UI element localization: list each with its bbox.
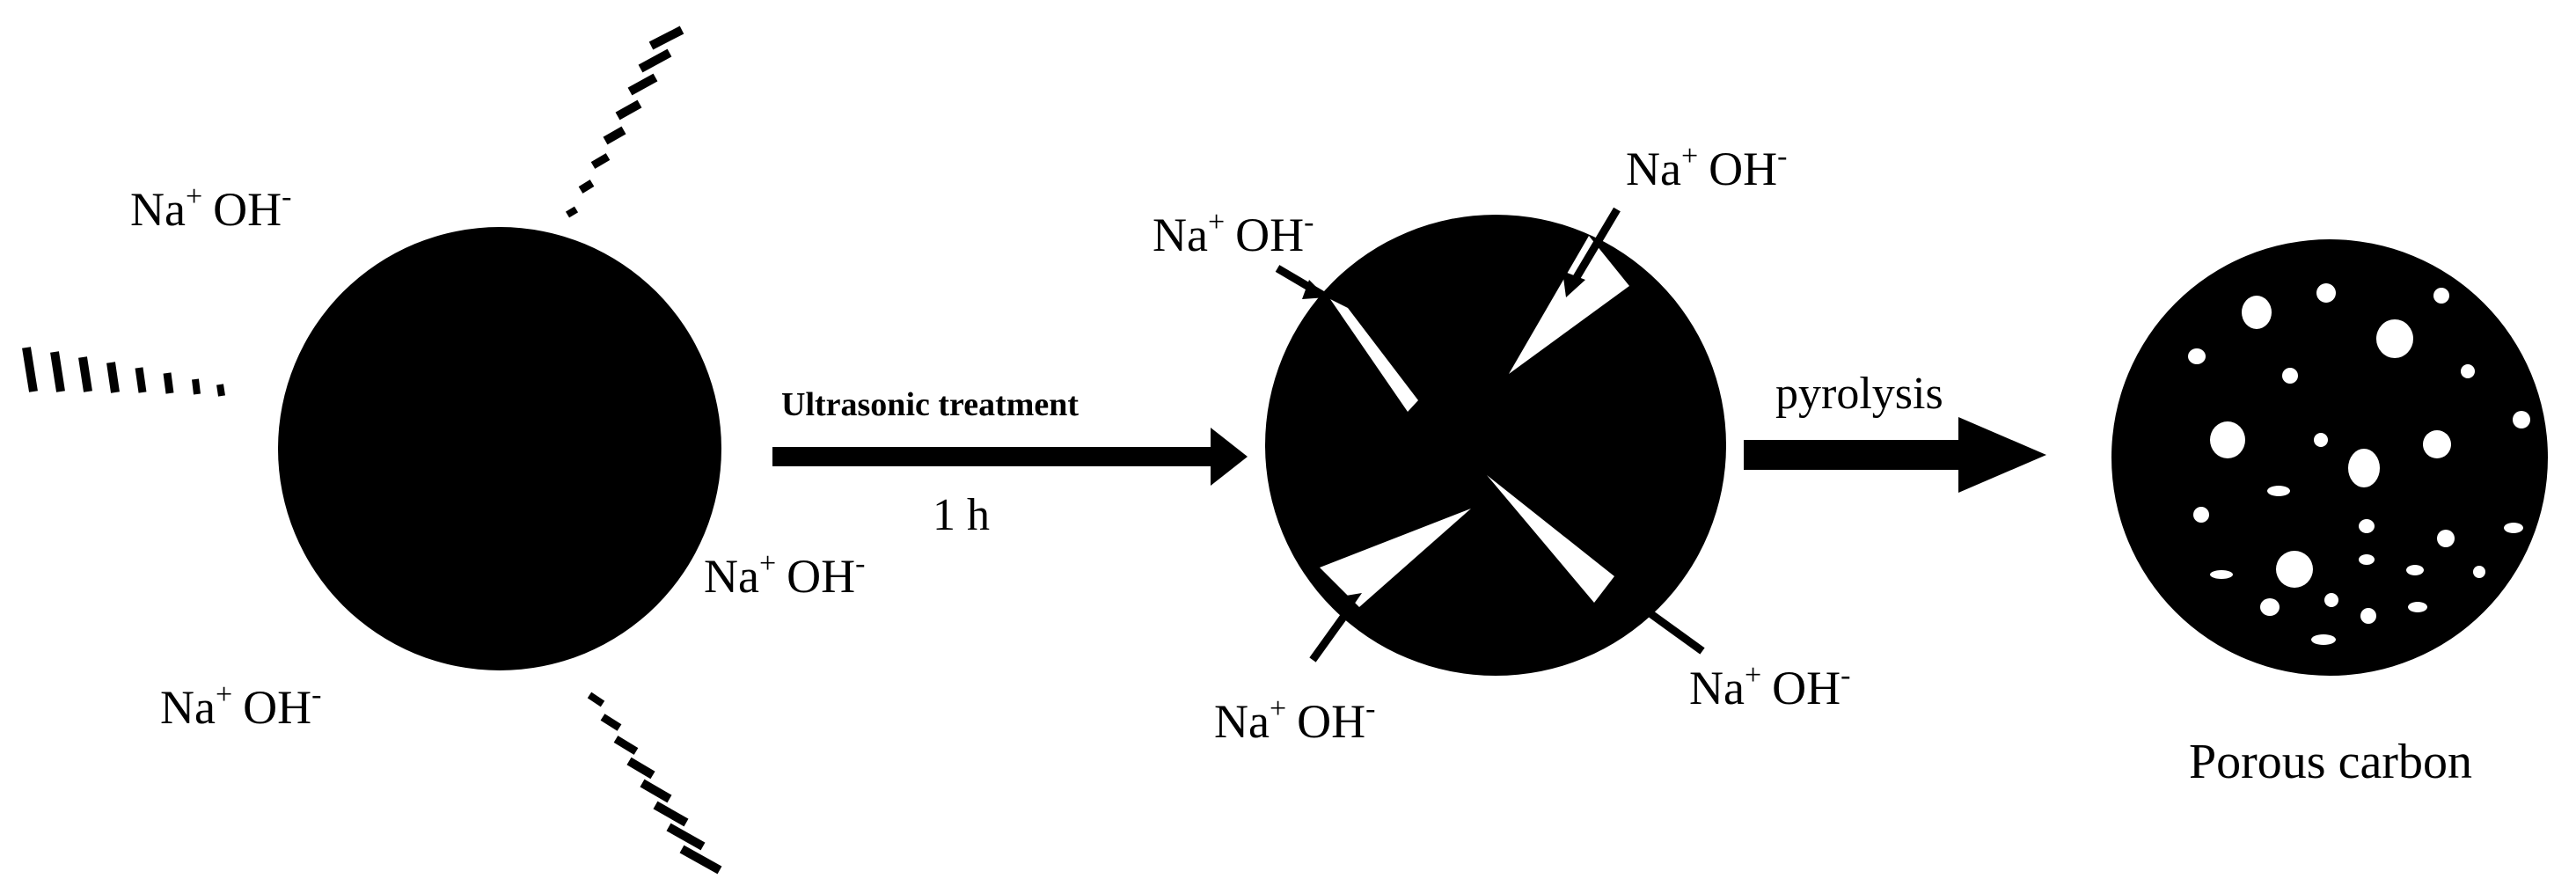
crack-upper-left <box>1330 299 1418 412</box>
pointer-arrow-upper-left <box>1275 265 1329 301</box>
ion-label-cracked-upper-left: Na+OH- <box>1153 206 1314 261</box>
pores <box>2188 283 2530 645</box>
ion-label-raw-bottom: Na+OH- <box>160 678 321 734</box>
cracked-particle-group: Na+OH- Na+OH- Na+OH- Na+OH- <box>1153 140 1850 748</box>
duration-label: 1 h <box>933 490 990 540</box>
pointer-arrow-lower-right <box>1617 588 1705 655</box>
crack-upper-right <box>1509 236 1629 374</box>
arrow-head-2 <box>1958 417 2046 493</box>
hatch-ray-left <box>22 347 225 397</box>
porous-carbon-group: Porous carbon <box>2111 239 2548 789</box>
step-arrow-ultrasonic: Ultrasonic treatment 1 h <box>772 386 1248 540</box>
crack-lower-right <box>1487 475 1614 603</box>
arrow-shaft-2 <box>1744 440 1967 470</box>
porous-carbon-particle <box>2111 239 2548 676</box>
cracked-carbon-particle <box>1265 215 1726 676</box>
pyrolysis-label: pyrolysis <box>1775 369 1943 419</box>
hatch-ray-bottom <box>587 692 722 875</box>
pointer-arrow-upper-right <box>1562 207 1621 297</box>
ion-label-raw-top: Na+OH- <box>130 180 291 236</box>
ion-label-cracked-lower-right: Na+OH- <box>1689 659 1850 714</box>
ultrasonic-treatment-label: Ultrasonic treatment <box>781 386 1079 423</box>
raw-particle-group: Na+OH- Na+OH- Na+OH- <box>22 26 865 875</box>
ion-label-cracked-lower-left: Na+OH- <box>1214 692 1375 748</box>
pointer-arrow-lower-left <box>1309 593 1362 663</box>
porous-carbon-caption: Porous carbon <box>2189 735 2472 789</box>
step-arrow-pyrolysis: pyrolysis <box>1744 369 2046 493</box>
arrow-shaft-1 <box>772 447 1219 466</box>
crack-lower-left <box>1320 509 1471 607</box>
arrow-head-1 <box>1211 428 1248 486</box>
ion-label-cracked-upper-right: Na+OH- <box>1626 140 1787 195</box>
hatch-ray-top <box>565 26 684 218</box>
raw-carbon-particle <box>278 227 721 670</box>
ion-label-raw-right: Na+OH- <box>704 547 865 603</box>
